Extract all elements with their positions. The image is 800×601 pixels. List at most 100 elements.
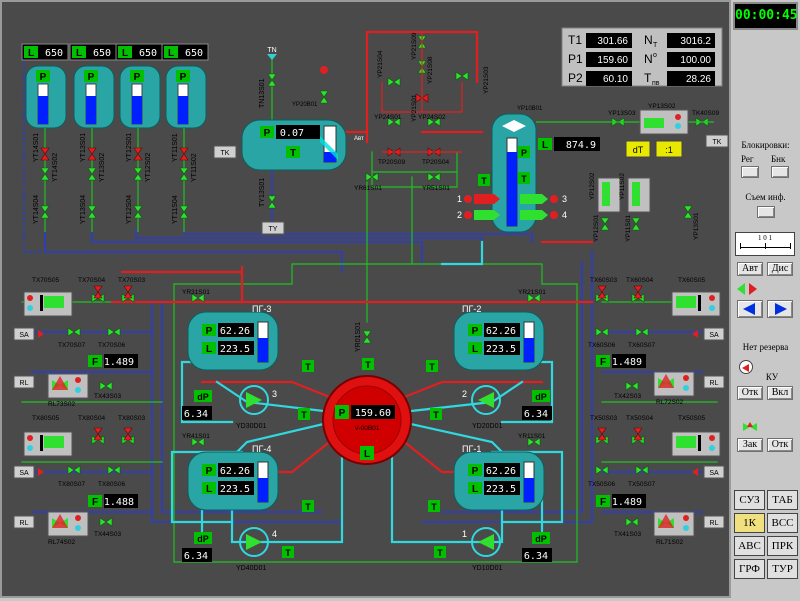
reactor-tag: V-00B01 xyxy=(355,425,380,432)
nav-avs-button[interactable]: АВС xyxy=(734,536,765,556)
sa-button-right-bottom[interactable] xyxy=(703,465,725,479)
valve-label: YT14S02 xyxy=(52,153,59,182)
nav-tur-button[interactable]: ТУР xyxy=(767,559,798,579)
sa-label: SA xyxy=(709,470,719,477)
valve-label: TX80S07 xyxy=(58,481,85,488)
svg-text:L: L xyxy=(364,449,370,460)
valve-label: YR21S01 xyxy=(518,289,546,296)
bubbler-tag: YP20B01 xyxy=(292,102,318,108)
svg-text:L: L xyxy=(472,344,478,355)
valve-label: TX50S04 xyxy=(626,415,653,422)
valve-label: TX70S03 xyxy=(118,277,145,284)
svg-text:L: L xyxy=(206,344,212,355)
avt-button[interactable]: Авт xyxy=(737,262,763,276)
svg-text:T: T xyxy=(285,548,291,558)
sg3-pressure: 62.26 xyxy=(220,326,250,337)
svg-text:L: L xyxy=(206,484,212,495)
svg-text:P: P xyxy=(521,148,527,158)
nav-suz-button[interactable]: СУЗ xyxy=(734,490,765,510)
valve-label: TX50S05 xyxy=(678,415,705,422)
t1-value: 301.66 xyxy=(597,36,628,47)
valve-label: TX60S06 xyxy=(588,342,615,349)
svg-text:T: T xyxy=(365,360,371,370)
valve-label: YR11S01 xyxy=(518,433,546,440)
valve-label: RL72S02 xyxy=(656,399,683,406)
pump1-dp: 6.34 xyxy=(524,551,548,562)
sg4-level: 223.5 xyxy=(220,484,250,495)
valve-label: YT11S04 xyxy=(172,195,179,224)
ku-label: КУ xyxy=(765,372,779,382)
nt-sub: T xyxy=(653,42,658,49)
left-arrow-button[interactable] xyxy=(737,300,763,318)
sg4-pressure: 62.26 xyxy=(220,466,250,477)
ku-otk-button[interactable]: Отк xyxy=(737,386,763,400)
primary-circuit-mimic: L 650 P L 650 P L 650 P L xyxy=(0,0,731,598)
right-arrow-button[interactable] xyxy=(767,300,793,318)
bubbler-ty-button[interactable] xyxy=(261,221,285,235)
sa-button-left-top[interactable] xyxy=(13,327,35,341)
valve-label: YP21S08 xyxy=(427,56,434,84)
valve-label: TX50S06 xyxy=(588,481,615,488)
otk-button[interactable]: Отк xyxy=(767,438,793,452)
sa-label: SA xyxy=(19,470,29,477)
scale-label: 1 0 1 xyxy=(758,234,772,242)
valve-label: YP13S02 xyxy=(648,103,676,110)
rl-button-right-bottom[interactable] xyxy=(703,515,725,529)
svg-text:T: T xyxy=(301,410,307,420)
sg2-name: ПГ-2 xyxy=(462,304,481,314)
bnk-button[interactable] xyxy=(771,166,789,178)
nav-grf-button[interactable]: ГРФ xyxy=(734,559,765,579)
dis-button[interactable]: Дис xyxy=(767,262,793,276)
reg-button[interactable] xyxy=(741,166,759,178)
valve-label: RL71S02 xyxy=(656,539,683,546)
n-label: N xyxy=(644,52,653,66)
valve-label: TX70S07 xyxy=(58,342,85,349)
valve-state-icon xyxy=(741,420,761,432)
pressurizer-tk-label: TK xyxy=(713,139,722,146)
avt-indicator: Авт xyxy=(354,136,364,142)
nav-tab-button[interactable]: ТАБ xyxy=(767,490,798,510)
dt-indicator: dT xyxy=(633,145,644,155)
svg-text:L: L xyxy=(122,48,128,59)
valve-label: YR61S01 xyxy=(354,185,382,192)
clock-panel: 00:00:45 xyxy=(733,2,798,30)
nav-vss-button[interactable]: ВСС xyxy=(767,513,798,533)
rl-button-right-top[interactable] xyxy=(703,375,725,389)
sem-label: Съем инф. xyxy=(745,192,786,202)
svg-text:F: F xyxy=(92,357,98,368)
valve-label: TX80S04 xyxy=(78,415,105,422)
nav-prk-button[interactable]: ПРК xyxy=(767,536,798,556)
sem-button[interactable] xyxy=(757,206,775,218)
tpv-value: 28.26 xyxy=(686,74,711,85)
arrow-indicator-icon xyxy=(737,282,757,295)
sg1-pressure: 62.26 xyxy=(486,466,516,477)
tank-l-label: L xyxy=(28,48,34,59)
pump3-dp: 6.34 xyxy=(184,409,208,420)
flow-loop3: 1.489 xyxy=(104,357,134,368)
bubbler-tk-button[interactable] xyxy=(213,145,237,159)
bubbler-tk-label: TK xyxy=(221,150,230,157)
svg-text:T: T xyxy=(305,502,311,512)
flow-loop1: 1.489 xyxy=(612,497,642,508)
pressurizer-tk-button[interactable] xyxy=(705,134,729,148)
svg-text:T: T xyxy=(433,410,439,420)
pump1-number: 1 xyxy=(462,529,467,539)
rl-button-left-bottom[interactable] xyxy=(13,515,35,529)
nav-1k-button[interactable]: 1К xyxy=(734,513,765,533)
sa-button-right-top[interactable] xyxy=(703,327,725,341)
control-sidebar: 00:00:45 Блокировки: Рег Бнк Съем инф. 1… xyxy=(731,0,800,598)
valve-label: TX41S03 xyxy=(614,531,641,538)
valve-label: YR51S01 xyxy=(422,185,450,192)
t1-label: T1 xyxy=(568,33,582,47)
tpv-label: T xyxy=(644,71,652,85)
zak-button[interactable]: Зак xyxy=(737,438,763,452)
sa-button-left-bottom[interactable] xyxy=(13,465,35,479)
valve-label: YP11S01 xyxy=(625,215,632,242)
valve-label: TP20S09 xyxy=(378,159,405,166)
rl-button-left-top[interactable] xyxy=(13,375,35,389)
svg-text:F: F xyxy=(600,357,606,368)
ku-vkl-button[interactable]: Вкл xyxy=(767,386,793,400)
pump3-tag: YD30D01 xyxy=(236,423,266,430)
pump4-dp: 6.34 xyxy=(184,551,208,562)
tank2-level: 650 xyxy=(93,48,111,59)
